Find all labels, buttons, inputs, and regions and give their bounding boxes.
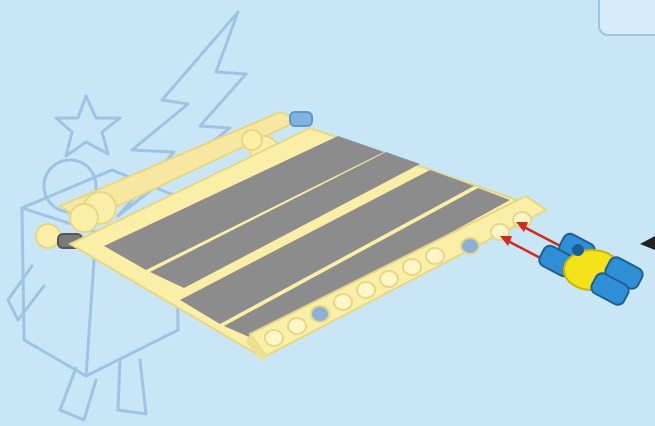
pointer-arrow-icon [640, 236, 655, 250]
star-icon [56, 96, 120, 156]
